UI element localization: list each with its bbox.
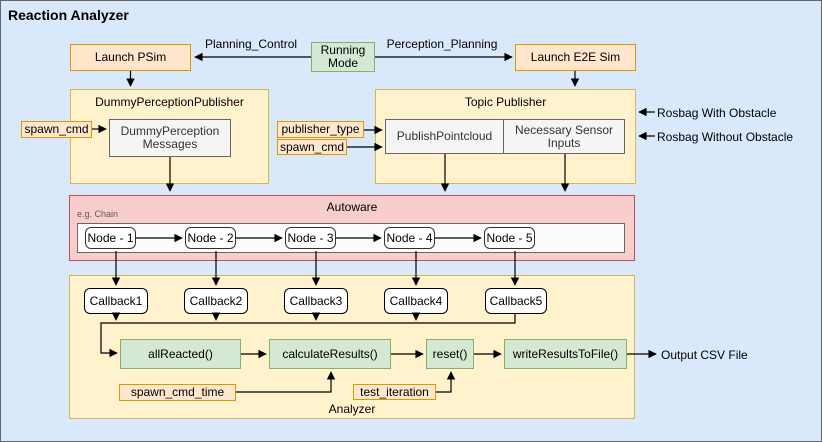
publisher-type-label: publisher_type	[277, 121, 364, 138]
dummy-perception-publisher-title: DummyPerceptionPublisher	[95, 95, 244, 109]
rosbag-without-obstacle-label: Rosbag Without Obstacle	[657, 130, 794, 144]
analyzer-title: Analyzer	[328, 402, 376, 416]
running-mode-node: Running Mode	[311, 42, 375, 72]
publish-pointcloud-cell: PublishPointcloud	[385, 119, 504, 154]
autoware-title: Autoware	[326, 200, 378, 214]
planning-control-edge-label: Planning_Control	[204, 37, 298, 51]
node-chain-strip	[77, 223, 625, 253]
dummy-perception-messages-node: DummyPerception Messages	[109, 119, 231, 157]
launch-psim-node: Launch PSim	[70, 44, 191, 71]
spawn-cmd-label-2: spawn_cmd	[277, 139, 347, 155]
rosbag-with-obstacle-label: Rosbag With Obstacle	[657, 106, 777, 120]
all-reacted-node: allReacted()	[120, 339, 241, 369]
calculate-results-node: calculateResults()	[269, 339, 391, 369]
topic-publisher-title: Topic Publisher	[464, 95, 547, 109]
launch-e2e-sim-node: Launch E2E Sim	[515, 44, 636, 71]
perception-planning-edge-label: Perception_Planning	[386, 37, 498, 51]
callback-1-node: Callback1	[84, 288, 148, 314]
autoware-node-2: Node - 2	[185, 227, 236, 249]
callback-2-node: Callback2	[184, 288, 248, 314]
autoware-node-4: Node - 4	[384, 227, 435, 249]
reset-node: reset()	[426, 339, 474, 369]
chain-note: e.g. Chain	[77, 209, 119, 219]
autoware-node-1: Node - 1	[85, 227, 136, 249]
autoware-node-5: Node - 5	[484, 227, 535, 249]
callback-3-node: Callback3	[284, 288, 348, 314]
spawn-cmd-time-label: spawn_cmd_time	[119, 384, 236, 401]
test-iteration-label: test_iteration	[353, 384, 436, 400]
write-results-to-file-node: writeResultsToFile()	[504, 339, 627, 369]
page-title: Reaction Analyzer	[8, 7, 129, 23]
callback-5-node: Callback5	[485, 288, 547, 314]
autoware-node-3: Node - 3	[285, 227, 336, 249]
output-csv-file-label: Output CSV File	[661, 348, 748, 362]
spawn-cmd-label: spawn_cmd	[21, 121, 92, 138]
necessary-sensor-inputs-cell: Necessary Sensor Inputs	[503, 119, 625, 154]
callback-4-node: Callback4	[384, 288, 448, 314]
